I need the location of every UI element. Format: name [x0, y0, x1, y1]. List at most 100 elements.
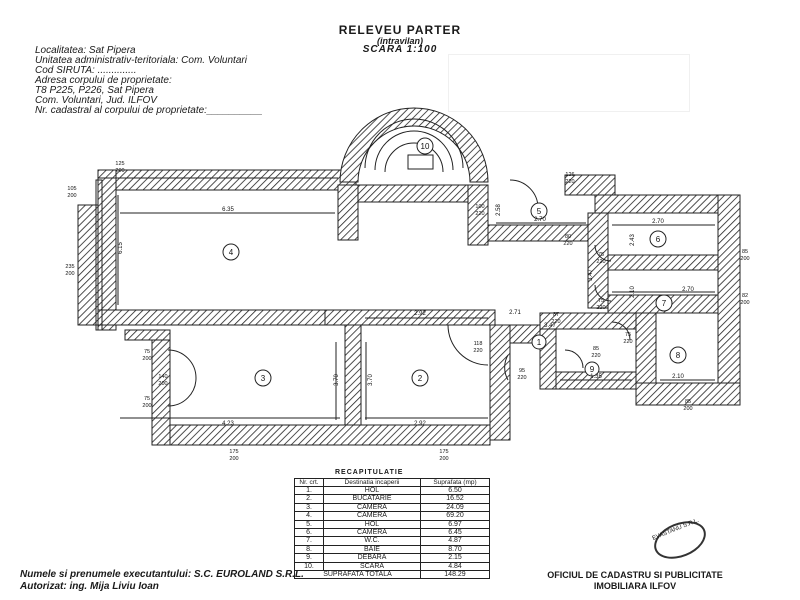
footer-office-line1: OFICIUL DE CADASTRU SI PUBLICITATE — [547, 570, 723, 580]
svg-text:200: 200 — [740, 300, 749, 306]
recap-total-value: 148.29 — [420, 570, 490, 580]
room-number-9: 9 — [590, 365, 595, 374]
room-number-8: 8 — [676, 351, 681, 360]
svg-text:200: 200 — [65, 271, 74, 277]
svg-text:200: 200 — [158, 381, 167, 387]
header-line-adresa: Adresa corpului de proprietate: — [35, 75, 172, 86]
dim-4-23: 4.23 — [222, 421, 234, 427]
header-line-tarla: T8 P225, P226, Sat Pipera — [35, 85, 154, 96]
dim-2-10-b: 2.10 — [630, 286, 636, 298]
recap-total-label: SUPRAFATA TOTALA — [294, 570, 421, 580]
room-number-3: 3 — [261, 374, 266, 383]
svg-text:220: 220 — [591, 353, 600, 359]
svg-text:200: 200 — [439, 456, 448, 462]
document-title: RELEVEU PARTER — [338, 23, 462, 37]
svg-text:82: 82 — [742, 293, 748, 299]
svg-text:220: 220 — [565, 179, 574, 185]
dim-2-92-a: 2.92 — [414, 311, 426, 317]
svg-text:220: 220 — [563, 241, 572, 247]
recap-header-row: Nr. crt. Destinatia incaperii Suprafata … — [294, 478, 490, 487]
header-line-cadastral: Nr. cadastral al corpului de proprietate… — [35, 105, 263, 116]
dim-2-70-a: 2.70 — [534, 217, 546, 223]
svg-text:175: 175 — [439, 449, 448, 455]
footer-autorizat: Autorizat: ing. Mija Liviu Ioan — [20, 581, 159, 592]
document-subtitle: (intravilan) — [376, 36, 423, 46]
dim-6-35: 6.35 — [222, 207, 234, 213]
svg-text:200: 200 — [67, 193, 76, 199]
svg-text:85: 85 — [742, 249, 748, 255]
svg-text:118: 118 — [474, 341, 483, 347]
recap-title: RECAPITULATIE — [335, 469, 404, 476]
svg-text:75: 75 — [144, 349, 150, 355]
dim-2-71: 2.71 — [509, 310, 521, 316]
svg-text:220: 220 — [596, 305, 605, 311]
header-line-localitate: Localitatea: Sat Pipera — [35, 45, 136, 56]
dim-2-43: 2.43 — [630, 234, 636, 246]
recap-table: Nr. crt. Destinatia incaperii Suprafata … — [294, 478, 490, 580]
svg-text:220: 220 — [623, 339, 632, 345]
redacted-area — [448, 54, 690, 112]
dim-3-47-b: 3.47 — [588, 269, 594, 281]
svg-text:87: 87 — [553, 312, 559, 318]
dim-3-70: 3.70 — [334, 374, 340, 386]
room-number-4: 4 — [229, 248, 234, 257]
svg-text:220: 220 — [517, 375, 526, 381]
svg-text:75: 75 — [598, 252, 604, 258]
svg-text:85: 85 — [593, 346, 599, 352]
svg-text:140: 140 — [158, 374, 167, 380]
header-line-siruta: Cod SIRUTA: .............. — [35, 65, 137, 76]
recap-header-destinatie: Destinatia incaperii — [323, 478, 421, 487]
room-number-2: 2 — [418, 374, 423, 383]
svg-text:85: 85 — [685, 399, 691, 405]
dim-2-92-b: 2.92 — [414, 421, 426, 427]
svg-text:80: 80 — [565, 234, 571, 240]
document-scale: SCARA 1:100 — [362, 44, 438, 55]
svg-text:200: 200 — [740, 256, 749, 262]
svg-text:75: 75 — [625, 332, 631, 338]
footer-executant: Numele si prenumele executantului: S.C. … — [20, 569, 304, 580]
svg-text:220: 220 — [475, 211, 484, 217]
svg-text:220: 220 — [596, 259, 605, 265]
svg-text:200: 200 — [142, 403, 151, 409]
svg-text:75: 75 — [144, 396, 150, 402]
dim-2-10: 2.10 — [672, 374, 684, 380]
svg-text:100: 100 — [475, 204, 484, 210]
svg-text:200: 200 — [142, 356, 151, 362]
header-line-unitate: Unitatea administrativ-teritoriala: Com.… — [35, 55, 247, 66]
dim-3-47: 3.47 — [544, 323, 556, 329]
dim-2-70-c: 2.70 — [682, 287, 694, 293]
svg-text:200: 200 — [683, 406, 692, 412]
footer-office-line2: IMOBILIARA ILFOV — [593, 581, 677, 591]
recap-header-nr: Nr. crt. — [294, 478, 324, 487]
room-number-6: 6 — [656, 235, 661, 244]
dim-3-70-b: 3.70 — [368, 374, 374, 386]
svg-text:235: 235 — [65, 264, 74, 270]
svg-text:175: 175 — [229, 449, 238, 455]
